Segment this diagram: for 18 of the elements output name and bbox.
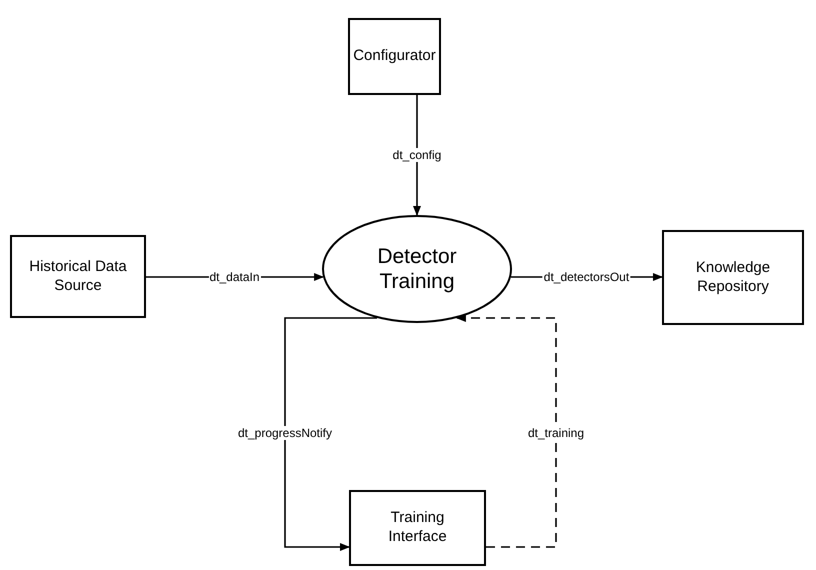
entity-box	[10, 235, 146, 318]
node-label: Configurator	[353, 47, 436, 66]
edge-label: dt_progressNotify	[236, 426, 334, 440]
entity-box	[349, 490, 486, 566]
edge-label: dt_detectorsOut	[542, 270, 630, 284]
arrow	[413, 95, 421, 216]
node-label: Detector Training	[376, 244, 458, 294]
node-label: Training Interface	[387, 509, 448, 547]
node-label: Historical Data Source	[28, 258, 128, 296]
arrow	[284, 317, 378, 551]
entity-box	[662, 230, 804, 325]
edge-label: dt_training	[526, 426, 586, 440]
dashed-arrow	[456, 314, 557, 548]
edge-label: dt_dataIn	[208, 270, 261, 284]
edge-label: dt_config	[392, 148, 442, 162]
entity-box	[348, 18, 441, 95]
process-ellipse	[322, 215, 512, 323]
node-label: Knowledge Repository	[694, 258, 772, 296]
